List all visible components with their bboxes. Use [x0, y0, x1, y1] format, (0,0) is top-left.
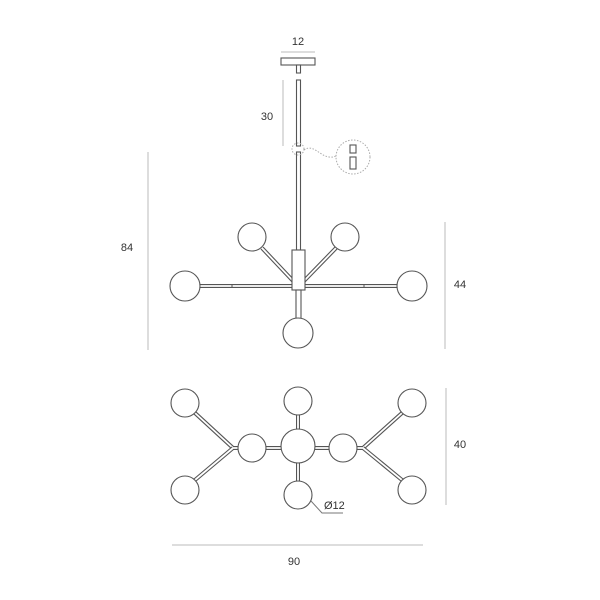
- diameter-leader: [310, 500, 343, 514]
- dim-total-height: 84: [121, 242, 133, 254]
- globe: [170, 475, 200, 505]
- globe: [328, 433, 358, 463]
- globe: [170, 388, 200, 418]
- detail-rod-bottom: [349, 156, 357, 170]
- globe: [396, 270, 428, 302]
- dim-cable-length: 30: [261, 111, 273, 123]
- detail-leader: [303, 147, 337, 158]
- rod-lower: [295, 151, 302, 251]
- dim-canopy-width: 12: [292, 36, 304, 48]
- dim-top-depth: 40: [454, 439, 466, 451]
- globe: [283, 386, 313, 416]
- rod-upper: [295, 79, 302, 147]
- detail-marker: [291, 142, 305, 156]
- globe: [237, 433, 267, 463]
- globe: [397, 388, 427, 418]
- canopy-stem: [295, 64, 302, 74]
- side-view: 12 30 84 44: [121, 36, 466, 350]
- dim-globe-diameter: Ø12: [324, 500, 345, 512]
- globe: [237, 222, 267, 252]
- center-globe: [280, 428, 316, 464]
- center-body: [291, 249, 306, 291]
- detail-rod-top: [349, 144, 357, 154]
- globe: [330, 222, 360, 252]
- bottom-stem: [295, 289, 302, 320]
- canopy: [280, 57, 316, 66]
- top-view: Ø12 40 90: [170, 386, 466, 568]
- dim-body-height: 44: [454, 279, 466, 291]
- globe: [283, 480, 313, 510]
- detail-callout: [335, 139, 371, 175]
- globe: [282, 317, 314, 349]
- globe: [169, 270, 201, 302]
- dim-total-width: 90: [288, 556, 300, 568]
- globe: [397, 475, 427, 505]
